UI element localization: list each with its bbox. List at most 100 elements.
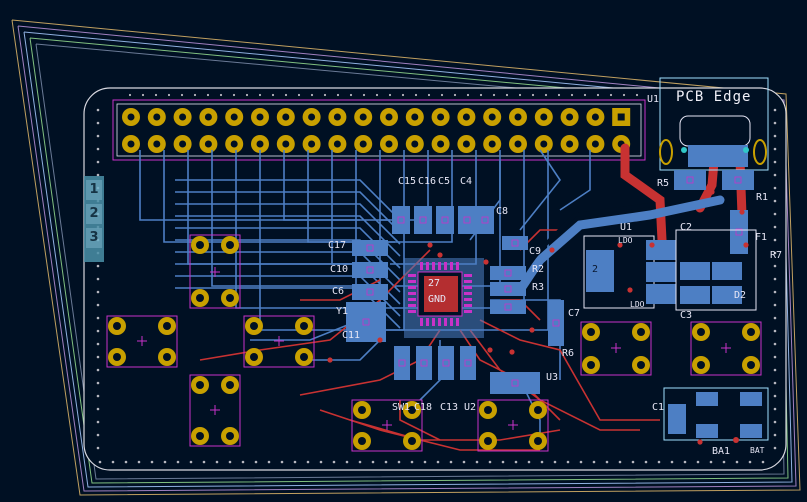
smd-pad[interactable] <box>414 206 432 234</box>
smd-pad[interactable] <box>476 206 494 234</box>
pcb-edge-label: PCB Edge <box>676 89 752 105</box>
button-pad-hole <box>408 437 416 445</box>
smd-pad[interactable] <box>416 346 432 380</box>
ref-r3: R3 <box>532 282 545 293</box>
header-pin-hole <box>333 140 341 148</box>
header-pin-hole <box>591 140 599 148</box>
button-pad-hole <box>226 241 234 249</box>
smd-pad[interactable] <box>490 372 540 394</box>
button-center-mark <box>274 336 284 346</box>
ref-y1: Y1 <box>336 306 349 317</box>
layer-tab-3[interactable]: 3 <box>86 228 102 248</box>
button-center-mark <box>137 336 147 346</box>
smd-pad-mark <box>420 359 428 367</box>
button-pad-hole <box>226 381 234 389</box>
header-pin-hole <box>488 140 496 148</box>
header-pin-hole <box>153 140 161 148</box>
header-pin-hole <box>411 140 419 148</box>
smd-pad-mark <box>419 216 427 224</box>
button-pad-hole <box>697 328 705 336</box>
regulator-mark: 2 <box>592 264 599 275</box>
button-pad-hole <box>637 361 645 369</box>
layer-selector[interactable]: 1 2 3 <box>84 176 104 262</box>
smd-pad[interactable] <box>722 170 754 190</box>
ref-r1: R1 <box>756 192 769 203</box>
smd-pad[interactable] <box>490 282 526 296</box>
smd-pad[interactable] <box>674 170 706 190</box>
ref-c4: C4 <box>460 176 473 187</box>
header-pin-hole <box>282 113 290 121</box>
smd-pad[interactable] <box>392 206 410 234</box>
header-pin-hole <box>437 140 445 148</box>
header-pin-hole <box>333 113 341 121</box>
ref-d2: D2 <box>734 290 747 301</box>
layer-tab-1[interactable]: 1 <box>86 180 102 200</box>
header-pin-hole <box>179 113 187 121</box>
header-pin-hole <box>359 140 367 148</box>
button-center-mark <box>721 343 731 353</box>
usb-mount-right[interactable] <box>753 139 767 165</box>
header-pin-hole <box>514 113 522 121</box>
smd-pad[interactable] <box>730 210 748 254</box>
usb-mount-left[interactable] <box>659 139 673 165</box>
smd-pad[interactable] <box>352 240 388 256</box>
mcu-qfn[interactable] <box>404 258 484 338</box>
usb-pads[interactable] <box>688 145 748 167</box>
ldo-label-top: LDO <box>618 236 633 245</box>
ldo-label-bottom: LDO <box>630 300 645 309</box>
usb-hole-right <box>743 147 749 153</box>
smd-pad[interactable] <box>460 346 476 380</box>
battery-connector[interactable] <box>663 387 769 443</box>
button-pad-hole <box>534 406 542 414</box>
ref-ba1: BA1 <box>712 446 731 457</box>
ref-u1b: U1 <box>620 222 633 233</box>
ref-c13: C13 <box>440 402 459 413</box>
header-pin-hole <box>204 113 212 121</box>
smd-pad[interactable] <box>490 266 526 280</box>
smd-pad[interactable] <box>502 236 528 250</box>
header-pin-hole <box>153 113 161 121</box>
button-pad-hole <box>484 406 492 414</box>
button-courtyard <box>477 399 549 452</box>
smd-pad-mark <box>362 318 370 326</box>
ref-c18: C18 <box>414 402 433 413</box>
smd-pad[interactable] <box>352 284 388 300</box>
button-pad-hole <box>534 437 542 445</box>
header-pin-hole <box>540 140 548 148</box>
smd-pad[interactable] <box>352 262 388 278</box>
smd-pad-mark <box>735 228 743 236</box>
pin-header-pads[interactable] <box>122 108 631 153</box>
smd-pad[interactable] <box>436 206 454 234</box>
ref-c6: C6 <box>332 286 345 297</box>
smd-pad[interactable] <box>438 346 454 380</box>
smd-pad-mark <box>734 176 742 184</box>
header-pin-hole <box>566 140 574 148</box>
button-pad-hole <box>226 432 234 440</box>
header-pin-hole <box>204 140 212 148</box>
through-hole-footprints[interactable] <box>106 234 762 452</box>
smd-pad[interactable] <box>490 300 526 314</box>
button-courtyard <box>690 321 762 376</box>
smd-pads[interactable] <box>346 170 754 394</box>
header-pin-hole <box>462 140 470 148</box>
button-courtyard <box>243 315 315 368</box>
button-center-mark <box>210 405 220 415</box>
button-courtyard <box>580 321 652 376</box>
layer-tab-2[interactable]: 2 <box>86 204 102 224</box>
ref-c5: C5 <box>438 176 451 187</box>
button-pad-hole <box>587 328 595 336</box>
smd-pad-mark <box>504 285 512 293</box>
header-pin-hole <box>462 113 470 121</box>
smd-pad[interactable] <box>458 206 476 234</box>
smd-pad-mark <box>442 359 450 367</box>
smd-pad-mark <box>398 359 406 367</box>
smd-pad[interactable] <box>346 302 386 342</box>
usb-hole-left <box>681 147 687 153</box>
diode-d2[interactable] <box>675 229 757 311</box>
button-courtyard <box>189 374 241 447</box>
header-pin-hole <box>127 140 135 148</box>
smd-pad[interactable] <box>394 346 410 380</box>
smd-pad[interactable] <box>548 300 564 346</box>
ref-c2: C2 <box>680 222 693 233</box>
